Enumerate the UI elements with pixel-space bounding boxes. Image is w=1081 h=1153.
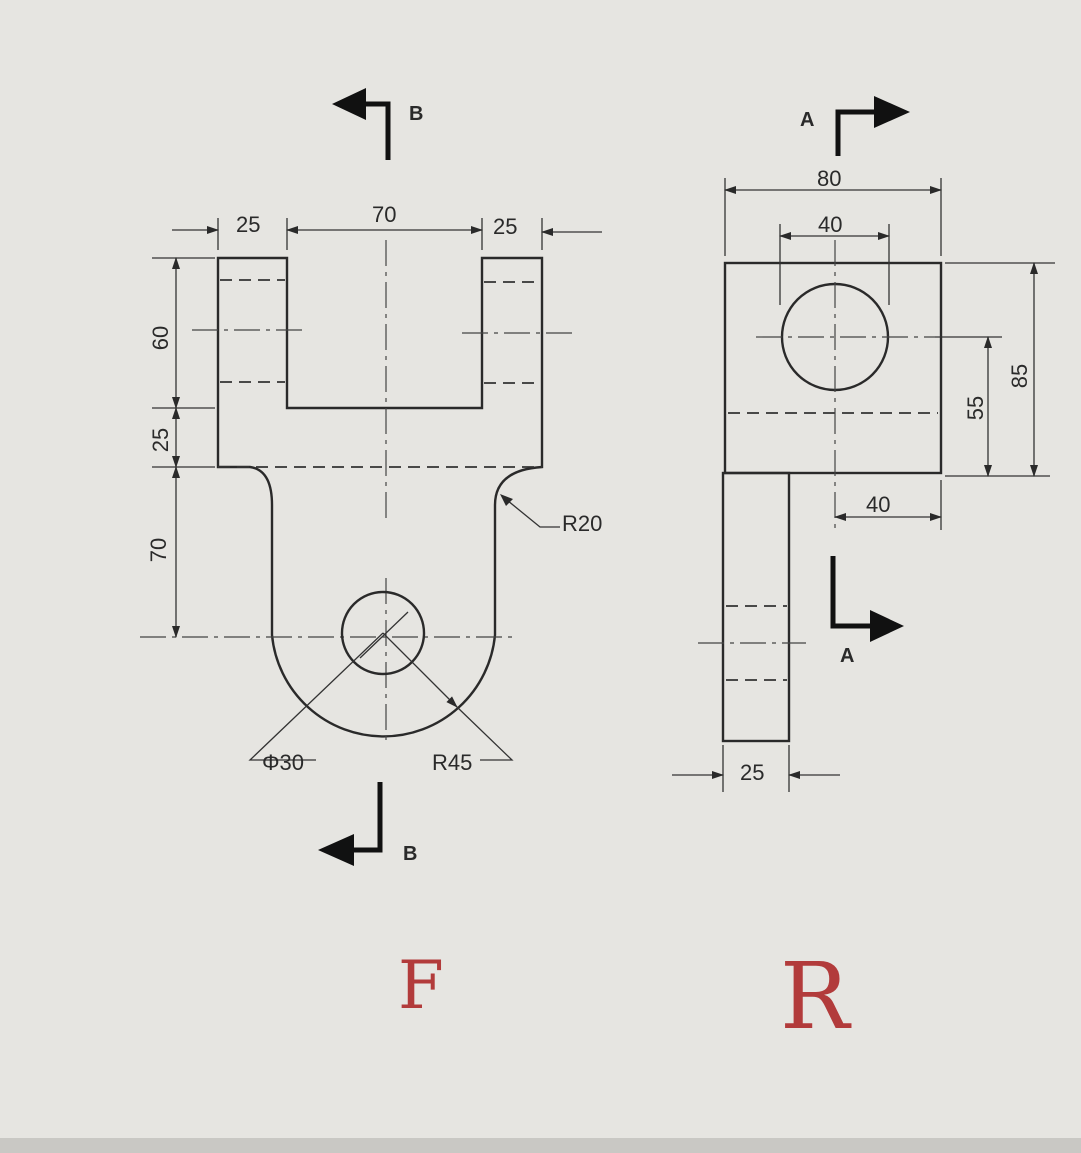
dim-height-60: 60	[148, 326, 173, 350]
dim-hole-width: 40	[818, 212, 842, 237]
dim-right-width: 25	[493, 214, 517, 239]
section-label-b-bottom: B	[403, 843, 417, 865]
section-label-b-top: B	[409, 103, 423, 125]
dim-hole-dia: Φ30	[262, 750, 304, 775]
dim-slot-width: 70	[372, 202, 396, 227]
section-arrow-b-bottom	[318, 782, 383, 866]
side-leg	[721, 471, 791, 743]
dia-leader	[359, 611, 409, 659]
dim-height-85: 85	[1007, 364, 1032, 388]
section-arrow-a-bottom	[830, 556, 904, 642]
front-view: 25 70 25 60 25 70 R20 Φ30 R45 B B F	[140, 88, 602, 1024]
handwritten-label-f: F	[398, 947, 444, 1024]
section-arrow-a-top	[835, 96, 910, 156]
section-arrow-b-top	[332, 88, 391, 160]
dim-height-70: 70	[146, 538, 171, 562]
side-view: 80 40 55 85 40 25 A A R	[672, 96, 1055, 1050]
side-top-block	[723, 261, 943, 475]
dim-height-55: 55	[963, 396, 988, 420]
front-hole	[340, 590, 426, 676]
dim-thickness: 25	[740, 760, 764, 785]
fillet-leader	[501, 495, 560, 528]
fillet-arrowhead	[500, 494, 513, 506]
dim-left-width: 25	[236, 212, 260, 237]
dim-end-radius: R45	[432, 750, 472, 775]
dim-offset-40: 40	[866, 492, 890, 517]
handwritten-label-r: R	[780, 943, 852, 1050]
dim-height-25: 25	[148, 428, 173, 452]
radius-leader	[456, 706, 514, 761]
dim-overall-width: 80	[817, 166, 841, 191]
screen-bottom-edge	[0, 1138, 1081, 1153]
section-label-a-top: A	[800, 109, 814, 131]
radius-leader	[382, 632, 458, 708]
front-outline	[216, 256, 544, 738]
section-label-a-bottom: A	[840, 645, 854, 667]
dim-fillet: R20	[562, 511, 602, 536]
dia-leader	[248, 632, 384, 761]
